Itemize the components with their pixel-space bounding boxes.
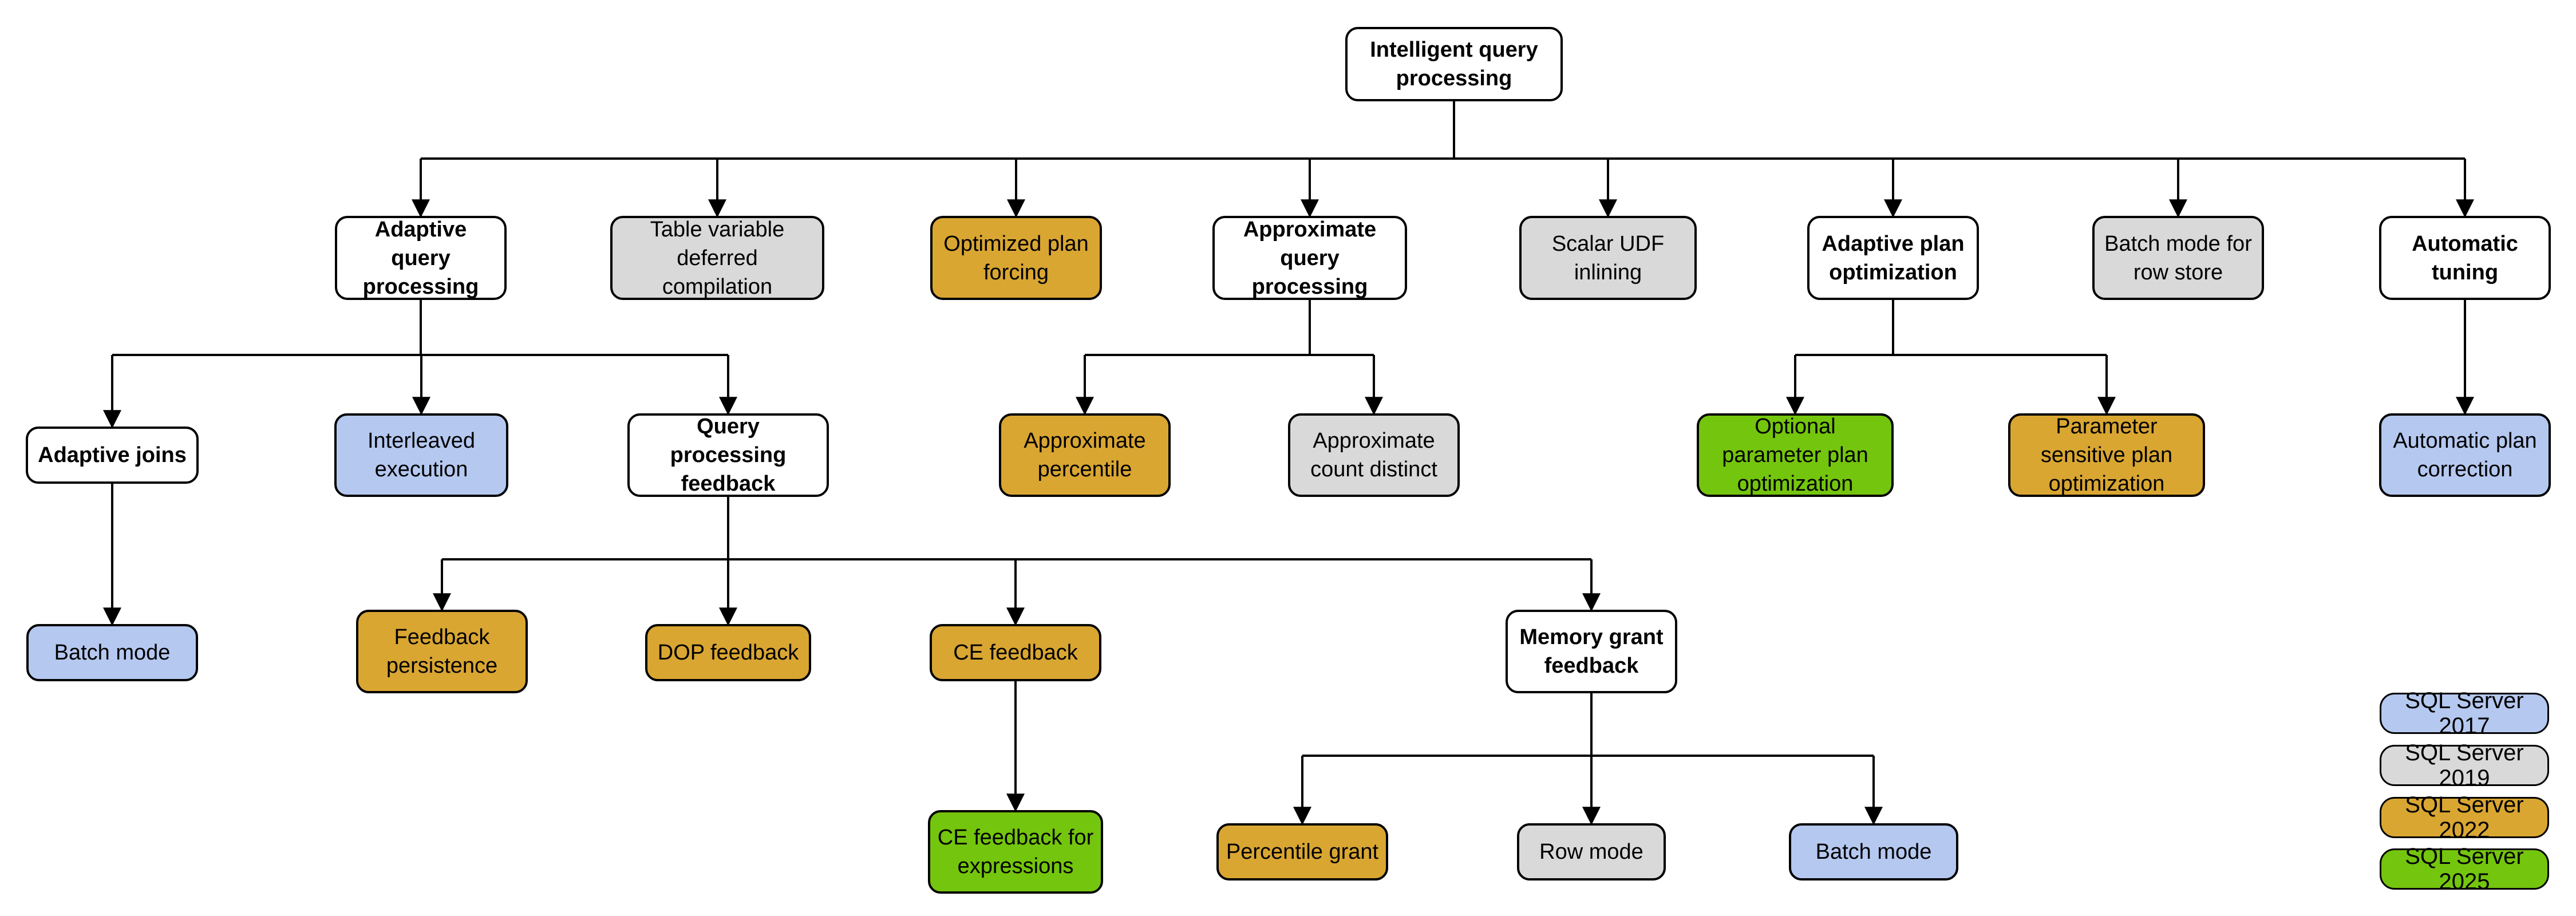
node-scalar-udf-inlining: Scalar UDF inlining [1519,216,1697,300]
node-ce-feedback: CE feedback [930,624,1101,681]
node-approximate-percentile: Approximate percentile [999,413,1171,497]
legend-item-sql-server-2022: SQL Server 2022 [2380,792,2549,843]
node-ce-feedback-for-expressions: CE feedback for expressions [928,810,1103,894]
node-row-mode: Row mode [1517,823,1666,881]
node-intelligent-query-processing: Intelligent query processing [1345,27,1563,101]
node-batch-mode-adaptive-joins: Batch mode [26,624,198,681]
node-percentile-grant: Percentile grant [1216,823,1388,881]
legend-item-sql-server-2017: SQL Server 2017 [2380,688,2549,739]
node-batch-mode-memory-grant: Batch mode [1789,823,1958,881]
node-approximate-query-processing: Approximate query processing [1212,216,1407,300]
node-table-variable-deferred-compilation: Table variable deferred compilation [610,216,824,300]
node-approximate-count-distinct: Approximate count distinct [1288,413,1460,497]
node-memory-grant-feedback: Memory grant feedback [1506,610,1677,693]
node-optional-parameter-plan-optimization: Optional parameter plan optimization [1697,413,1894,497]
legend-item-sql-server-2019: SQL Server 2019 [2380,740,2549,791]
node-adaptive-plan-optimization: Adaptive plan optimization [1807,216,1979,300]
node-dop-feedback: DOP feedback [645,624,811,681]
node-adaptive-joins: Adaptive joins [26,427,199,484]
node-parameter-sensitive-plan-optimization: Parameter sensitive plan optimization [2008,413,2205,497]
node-interleaved-execution: Interleaved execution [334,413,508,497]
legend-item-sql-server-2025: SQL Server 2025 [2380,844,2549,894]
node-automatic-plan-correction: Automatic plan correction [2379,413,2551,497]
node-batch-mode-for-row-store: Batch mode for row store [2092,216,2264,300]
node-adaptive-query-processing: Adaptive query processing [335,216,507,300]
node-optimized-plan-forcing: Optimized plan forcing [930,216,1102,300]
node-feedback-persistence: Feedback persistence [356,610,528,693]
node-query-processing-feedback: Query processing feedback [627,413,829,497]
node-automatic-tuning: Automatic tuning [2379,216,2551,300]
